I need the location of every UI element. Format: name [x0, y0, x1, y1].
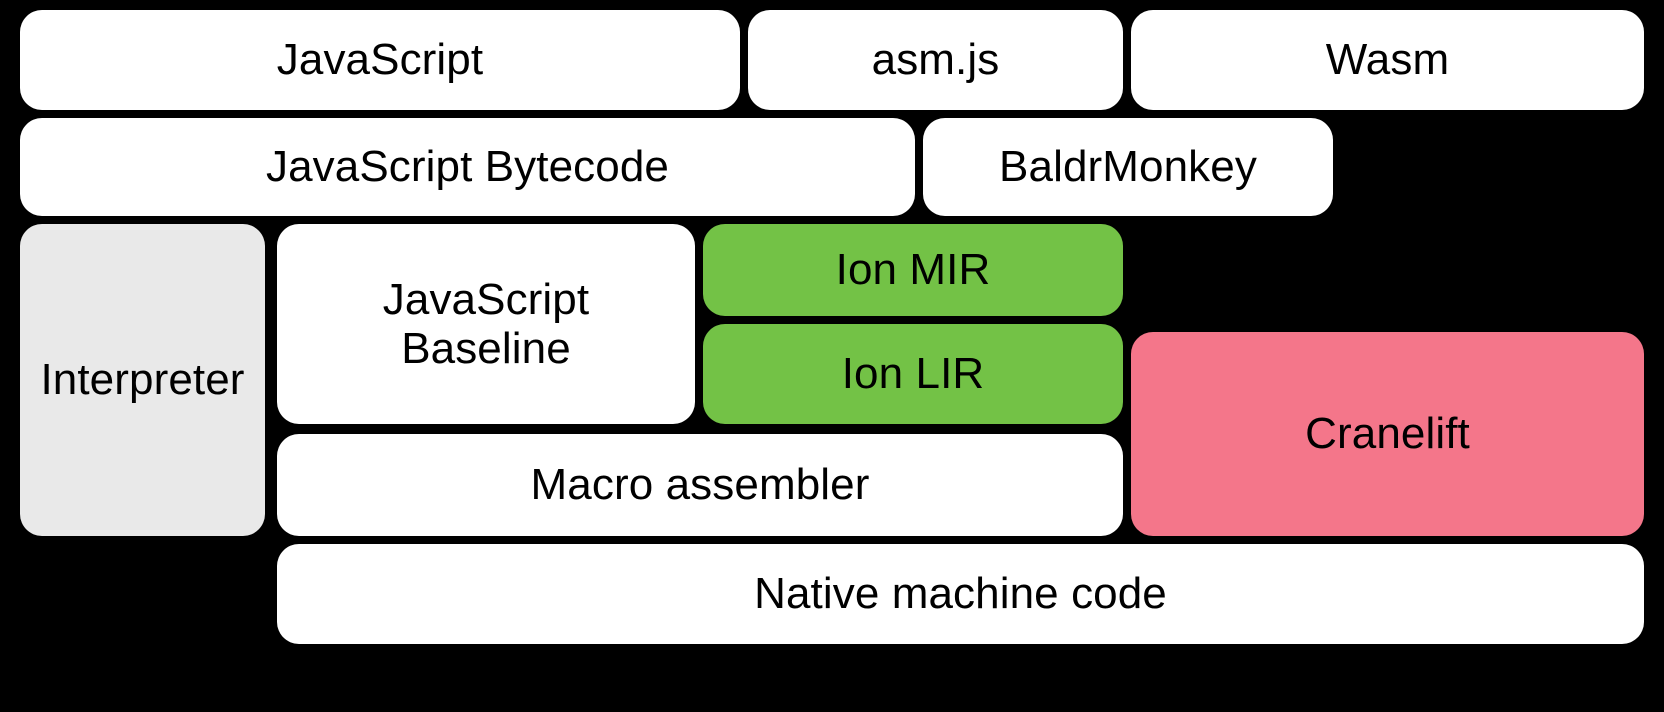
node-ion-mir: Ion MIR [703, 224, 1123, 316]
node-interpreter: Interpreter [20, 224, 265, 536]
node-native-machine-code: Native machine code [277, 544, 1644, 644]
node-javascript-bytecode: JavaScript Bytecode [20, 118, 915, 216]
node-cranelift: Cranelift [1131, 332, 1644, 536]
node-ion-lir: Ion LIR [703, 324, 1123, 424]
node-javascript: JavaScript [20, 10, 740, 110]
node-asm-js: asm.js [748, 10, 1123, 110]
node-macro-assembler: Macro assembler [277, 434, 1123, 536]
node-wasm: Wasm [1131, 10, 1644, 110]
node-javascript-baseline: JavaScript Baseline [277, 224, 695, 424]
node-baldrmonkey: BaldrMonkey [923, 118, 1333, 216]
